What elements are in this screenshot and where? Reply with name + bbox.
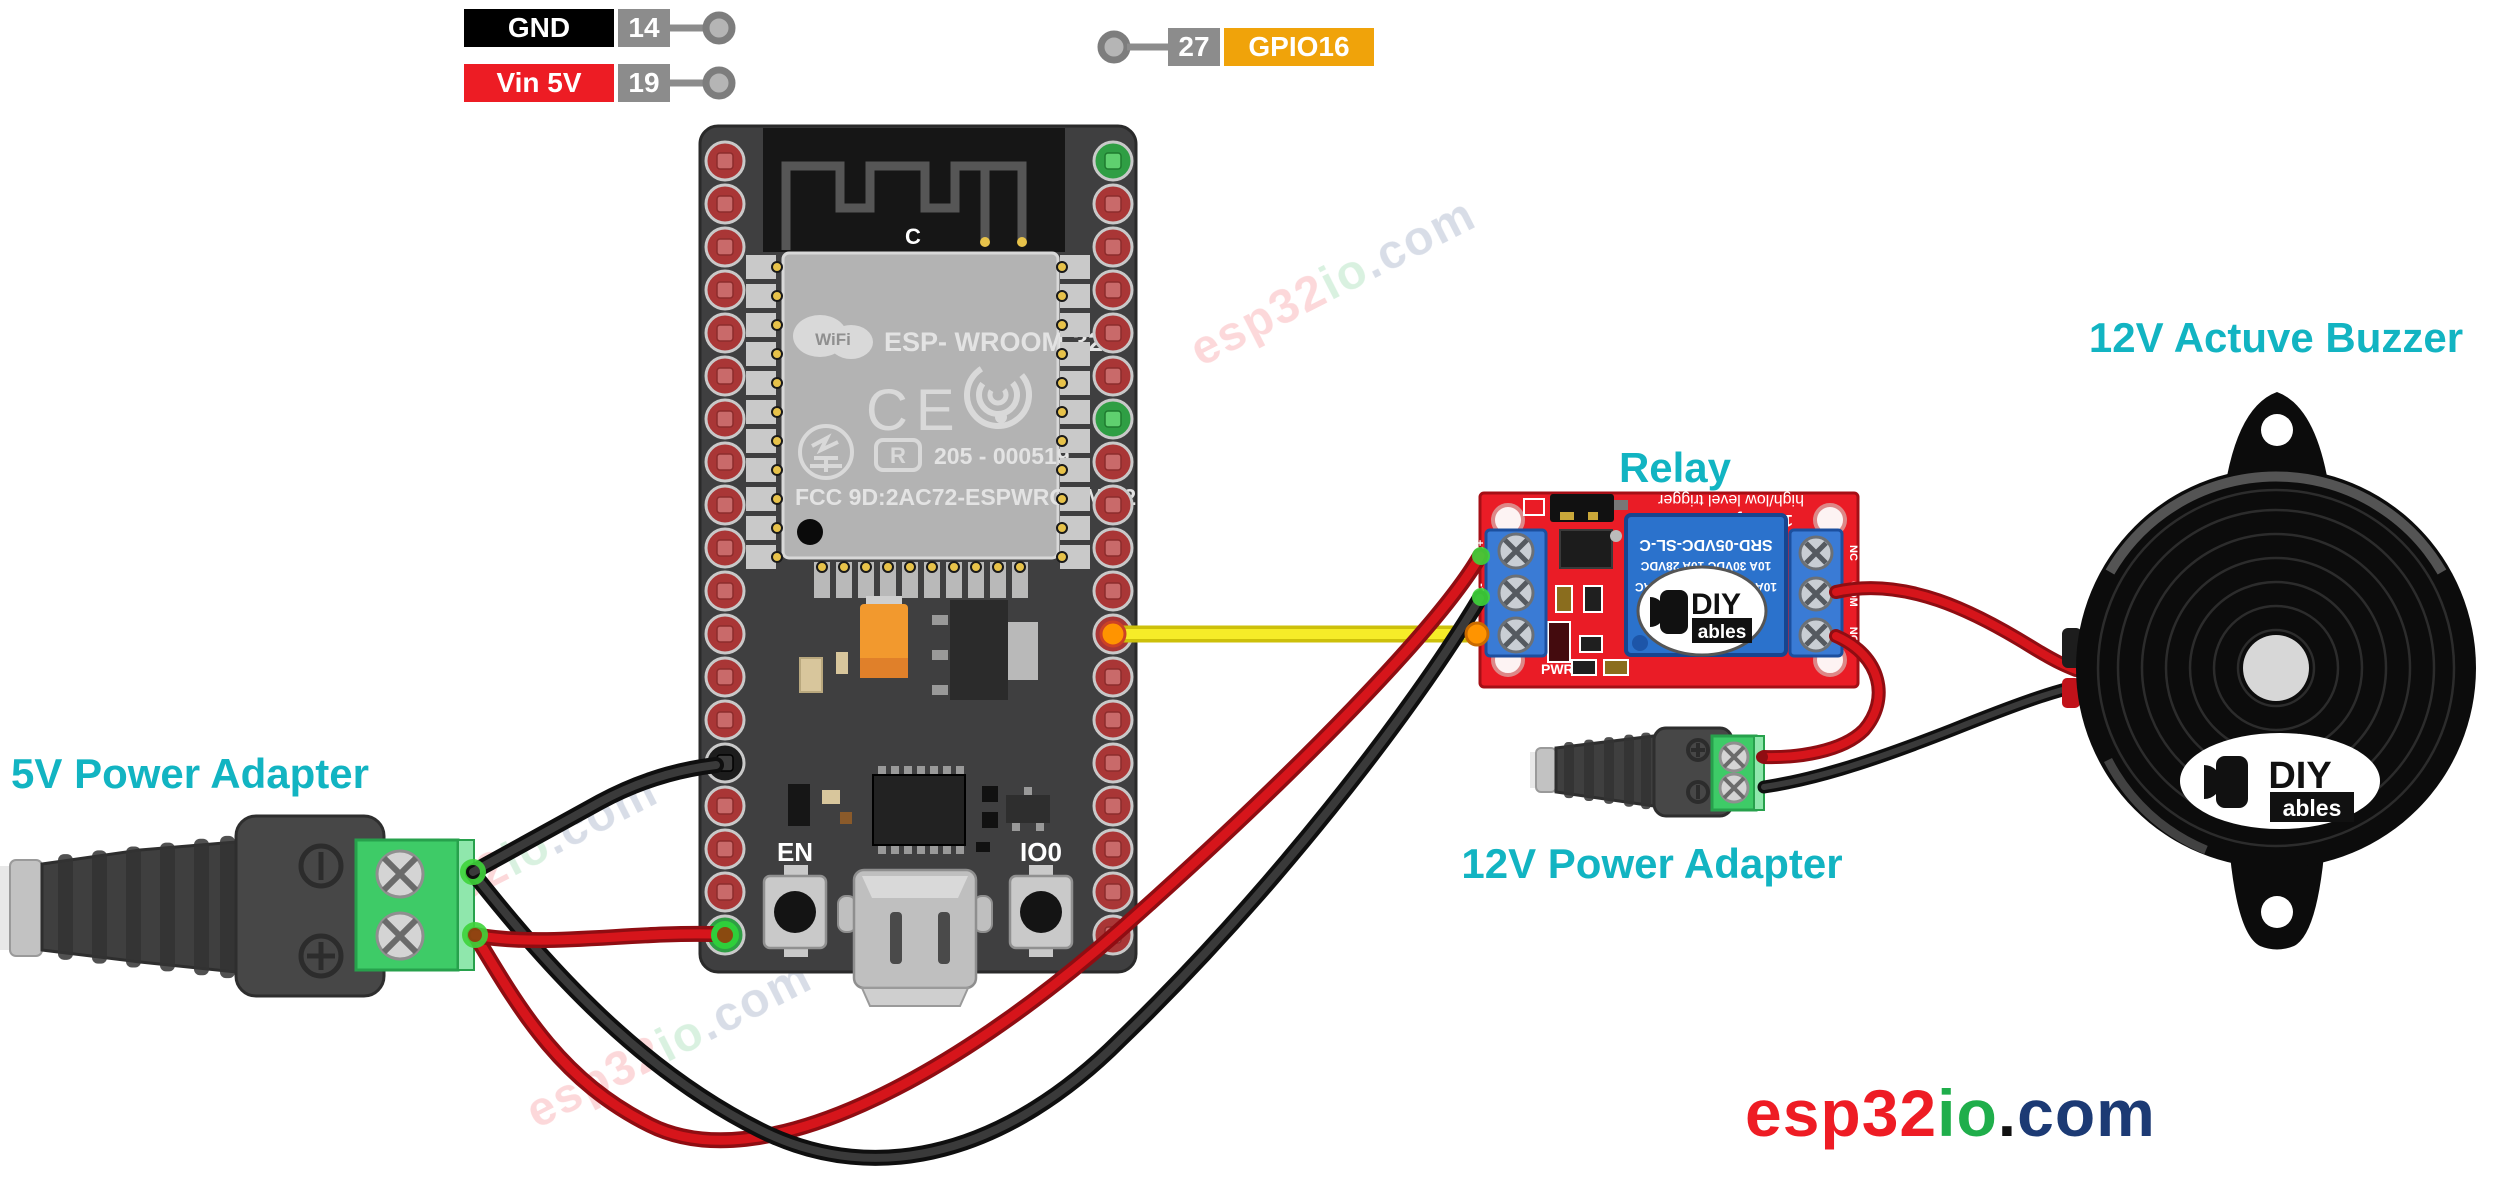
smd-components: [788, 596, 1050, 852]
power-adapter-12v: [1530, 726, 1765, 818]
gnd-pin-marker: [702, 11, 736, 45]
svg-text:SRD-05VDC-SL-C: SRD-05VDC-SL-C: [1639, 536, 1773, 553]
buzzer-rim-highlight: [2105, 471, 2447, 575]
title-relay: Relay: [1619, 444, 1732, 491]
gpio16-label: GPIO16: [1248, 31, 1349, 62]
pin-legend: GND 14 Vin 5V 19 27 GPIO16: [464, 9, 1374, 102]
opto-pad: [1610, 530, 1622, 542]
pin1-dot: [797, 519, 823, 545]
wifi-logo-icon: WiFi: [793, 315, 873, 359]
plus-symbol-icon: [1686, 738, 1710, 762]
relay-module: 1 Relay Module high/low level trigger LE…: [1475, 491, 1860, 689]
title-buzzer: 12V Actuve Buzzer: [2089, 314, 2463, 361]
io0-button: [1008, 865, 1074, 957]
antenna-feed-dot: [980, 237, 990, 247]
5v-plus-connection: [462, 922, 488, 948]
esp-vin-connection: [711, 921, 739, 949]
svg-text:NC: NC: [1847, 545, 1859, 561]
svg-text:DIY: DIY: [1691, 588, 1741, 621]
svg-text:esp32io.com: esp32io.com: [1182, 188, 1485, 377]
svg-text:DIY: DIY: [2268, 755, 2331, 797]
mcu-chip-pads: [878, 766, 964, 854]
site-logo: esp32io.com: [1745, 1076, 2156, 1150]
mcu-chip: [872, 774, 966, 846]
relay-in-connection-point: [1464, 621, 1490, 647]
plus-symbol-icon: [298, 933, 344, 979]
relay-block-dot: [1632, 635, 1648, 651]
gnd-pin-box: [618, 9, 670, 47]
gnd-pin-number: 14: [628, 12, 660, 43]
gnd-label: GND: [508, 12, 570, 43]
5v-gnd-connection: [460, 859, 486, 885]
vin-pin-marker: [702, 66, 736, 100]
shield-castellations: [746, 255, 1090, 569]
12v-plus-connection: [1756, 751, 1768, 763]
r-mark-box: [874, 438, 922, 472]
power-adapter-5v: [0, 814, 475, 998]
svg-text:WiFi: WiFi: [815, 330, 851, 349]
ce-mark: CE: [866, 378, 963, 443]
title-12v-power-adapter: 12V Power Adapter: [1461, 840, 1842, 887]
en-label: EN: [777, 837, 813, 867]
strain-relief-ribs: [58, 835, 235, 979]
cert-number: 205 - 000519: [934, 443, 1070, 469]
strain-relief-ribs: [1564, 732, 1651, 810]
pwr-led: [1571, 659, 1597, 676]
io0-label: IO0: [1020, 837, 1062, 867]
minus-symbol-icon: [1686, 780, 1710, 804]
antenna-feed-dot: [1017, 237, 1027, 247]
gpio16-pin-box: [1168, 28, 1220, 66]
gpio16-pin-marker: [1097, 30, 1131, 64]
wires: [460, 547, 2085, 1166]
diyables-logo: DIY ables: [2180, 733, 2380, 829]
antenna-trace: [781, 161, 1027, 250]
relay-output-terminal: NC COM NO: [1788, 528, 1859, 658]
espressif-swirl-icon: [964, 361, 1032, 429]
gpio16-pin-number: 27: [1178, 31, 1209, 62]
diyables-logo: DIY ables: [1636, 565, 1768, 657]
pwr-resistor: [1603, 659, 1629, 676]
vin-label-box: [464, 64, 614, 102]
vin-pin-box: [618, 64, 670, 102]
title-5v-power-adapter: 5V Power Adapter: [11, 750, 369, 797]
relay-dcminus-connection: [1472, 588, 1490, 606]
micro-usb-connector: [837, 868, 993, 1007]
shield-bottom-pads: [814, 561, 1028, 598]
pin-headers: [704, 140, 1134, 956]
pwr-label: PWR: [1541, 661, 1574, 677]
buzzer-rim-highlight: [2103, 757, 2208, 855]
buzzer-12v: DIY ables: [2076, 392, 2476, 950]
en-button: [762, 865, 828, 957]
gpio16-connection-point: [1099, 620, 1127, 648]
giteki-mark-icon: [798, 424, 854, 480]
relay-dcplus-connection: [1472, 547, 1490, 565]
svg-text:ables: ables: [1698, 622, 1747, 643]
antenna-label: C: [905, 224, 921, 249]
buzzer-center-hole: [2243, 635, 2309, 701]
minus-symbol-icon: [298, 843, 344, 889]
vin-pin-number: 19: [628, 67, 659, 98]
svg-text:high/low level trigger: high/low level trigger: [1657, 491, 1804, 508]
esp32-board: C WiFi ESP- WROOM-32 CE R 205 - 000519 F…: [698, 124, 1138, 1007]
buzzer-lead-red: [2062, 678, 2080, 708]
optocoupler-chip: [1559, 529, 1613, 569]
relay-input-terminal: DC+ DC- IN: [1475, 528, 1548, 658]
trigger-jumper: [1523, 494, 1628, 522]
vin-label: Vin 5V: [496, 67, 581, 98]
r-mark: R: [890, 443, 906, 468]
svg-text:ables: ables: [2283, 795, 2342, 821]
antenna-zone: [763, 128, 1065, 252]
gpio16-label-box: [1224, 28, 1374, 66]
gnd-label-box: [464, 9, 614, 47]
